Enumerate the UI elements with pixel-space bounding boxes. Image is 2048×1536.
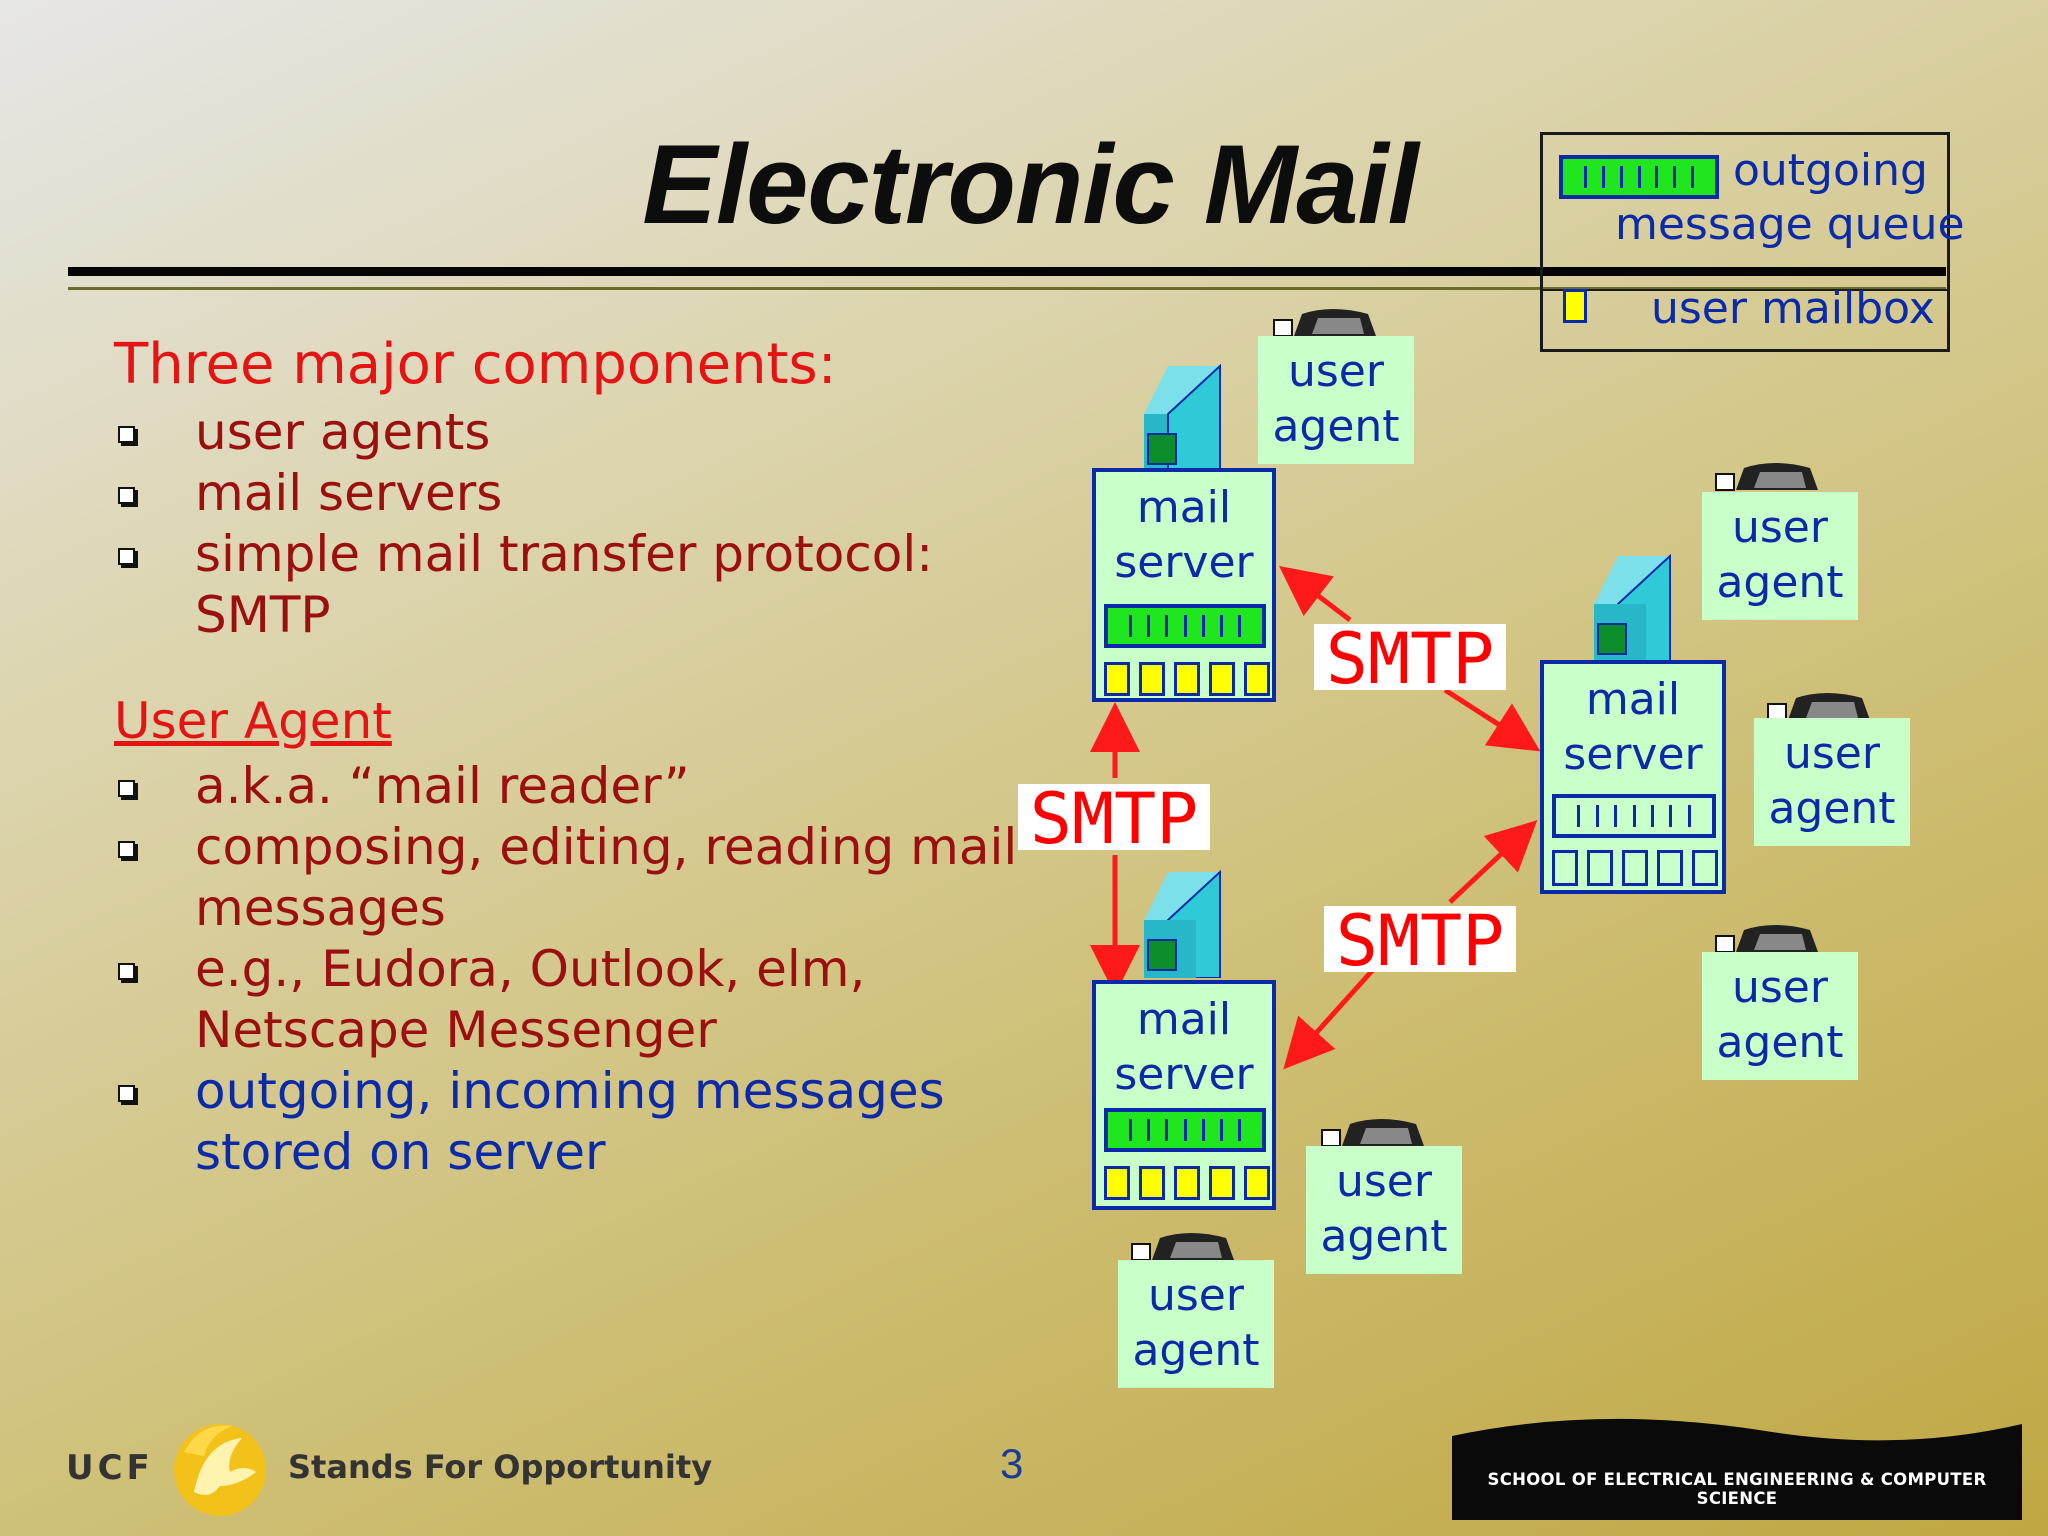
- mailbox-icon: [1139, 1166, 1165, 1200]
- mailbox-icon: [1174, 1166, 1200, 1200]
- bullet-icon: [118, 1085, 135, 1102]
- bullet-icon: [118, 963, 135, 980]
- mail-server-bottom: mail server: [1092, 980, 1276, 1210]
- mailbox-icon: [1587, 850, 1613, 886]
- mail-server-label: mail server: [1544, 672, 1722, 782]
- legend-mailbox-label: user mailbox: [1651, 283, 1935, 334]
- list-item: user agents: [114, 402, 1014, 463]
- computer-icon: [1131, 1233, 1234, 1261]
- mailbox-icon: [1104, 662, 1130, 696]
- mailbox-icon: [1622, 850, 1648, 886]
- server-tower-icon: [1144, 363, 1221, 472]
- list-item: outgoing, incoming messages stored on se…: [114, 1061, 1034, 1183]
- smtp-label: SMTP: [1314, 624, 1506, 694]
- pegasus-logo-icon: [174, 1424, 266, 1516]
- legend-divider: [1543, 289, 1947, 291]
- mailbox-icon: [1139, 662, 1165, 696]
- mailboxes: [1104, 1166, 1270, 1200]
- server-tower-icon: [1594, 553, 1671, 662]
- computer-icon: [1767, 693, 1870, 721]
- smtp-label: SMTP: [1018, 784, 1210, 854]
- mail-server-label: mail server: [1096, 992, 1272, 1102]
- mailbox-icon: [1209, 1166, 1235, 1200]
- title-rule: [68, 267, 1946, 276]
- outgoing-queue: [1104, 604, 1266, 648]
- bullet-icon: [118, 426, 135, 443]
- user-agent: user agent: [1702, 952, 1858, 1080]
- slide-title: Electronic Mail: [642, 122, 1418, 247]
- arrow-to-right-server-2: [1448, 820, 1538, 904]
- list-item: a.k.a. “mail reader”: [114, 756, 1034, 817]
- user-agent: user agent: [1258, 336, 1414, 464]
- legend-outgoing-label: outgoing: [1733, 145, 1928, 196]
- mailbox-icon: [1104, 1166, 1130, 1200]
- computer-icon: [1715, 463, 1818, 491]
- legend-outgoing-label-2: message queue: [1615, 199, 1965, 250]
- mailbox-icon: [1209, 662, 1235, 696]
- mail-server-label: mail server: [1096, 480, 1272, 590]
- user-agent: user agent: [1306, 1146, 1462, 1274]
- list-item: composing, editing, reading mail message…: [114, 817, 1034, 939]
- mailboxes: [1104, 662, 1270, 696]
- user-agent: user agent: [1754, 718, 1910, 846]
- mailbox-icon: [1244, 662, 1270, 696]
- server-tower-icon: [1144, 869, 1221, 978]
- school-banner: [1452, 1418, 2022, 1520]
- bullet-icon: [118, 487, 135, 504]
- arrow-to-right-server: [1443, 687, 1541, 752]
- arrow-to-top-server: [1279, 565, 1352, 622]
- page-number: 3: [1000, 1440, 1024, 1487]
- bullet-icon: [118, 780, 135, 797]
- legend-box: outgoing message queue user mailbox: [1540, 132, 1965, 352]
- outgoing-queue: [1552, 794, 1716, 838]
- components-list: user agents mail servers simple mail tra…: [114, 402, 1014, 646]
- mailbox-icon: [1657, 850, 1683, 886]
- title-rule-thin: [68, 287, 1946, 290]
- bullet-icon: [118, 548, 135, 565]
- bullet-icon: [118, 841, 135, 858]
- school-name: SCHOOL OF ELECTRICAL ENGINEERING & COMPU…: [1487, 1470, 1987, 1508]
- ucf-tagline: Stands For Opportunity: [288, 1448, 713, 1486]
- user-agent: user agent: [1118, 1260, 1274, 1388]
- computer-icon: [1273, 309, 1376, 337]
- user-agent: user agent: [1702, 492, 1858, 620]
- mailboxes: [1552, 850, 1718, 886]
- arrow-to-bottom-server: [1283, 960, 1382, 1070]
- mail-server-top: mail server: [1092, 468, 1276, 702]
- mailbox-icon: [1174, 662, 1200, 696]
- mailbox-icon: [1244, 1166, 1270, 1200]
- computer-icon: [1321, 1119, 1424, 1147]
- list-item: mail servers: [114, 463, 1014, 524]
- list-item: e.g., Eudora, Outlook, elm, Netscape Mes…: [114, 939, 1034, 1061]
- mailbox-icon: [1692, 850, 1718, 886]
- legend-mailbox-icon: [1563, 289, 1587, 323]
- ucf-brand: UCF: [66, 1448, 154, 1488]
- outgoing-queue: [1104, 1108, 1266, 1152]
- user-agent-heading: User Agent: [114, 692, 392, 750]
- mail-server-right: mail server: [1540, 660, 1726, 894]
- mailbox-icon: [1552, 850, 1578, 886]
- smtp-label: SMTP: [1324, 906, 1516, 976]
- components-heading: Three major components:: [114, 332, 837, 397]
- list-item: simple mail transfer protocol: SMTP: [114, 524, 1014, 646]
- user-agent-list: a.k.a. “mail reader” composing, editing,…: [114, 756, 1034, 1183]
- computer-icon: [1715, 925, 1818, 953]
- legend-queue-icon: [1559, 155, 1719, 199]
